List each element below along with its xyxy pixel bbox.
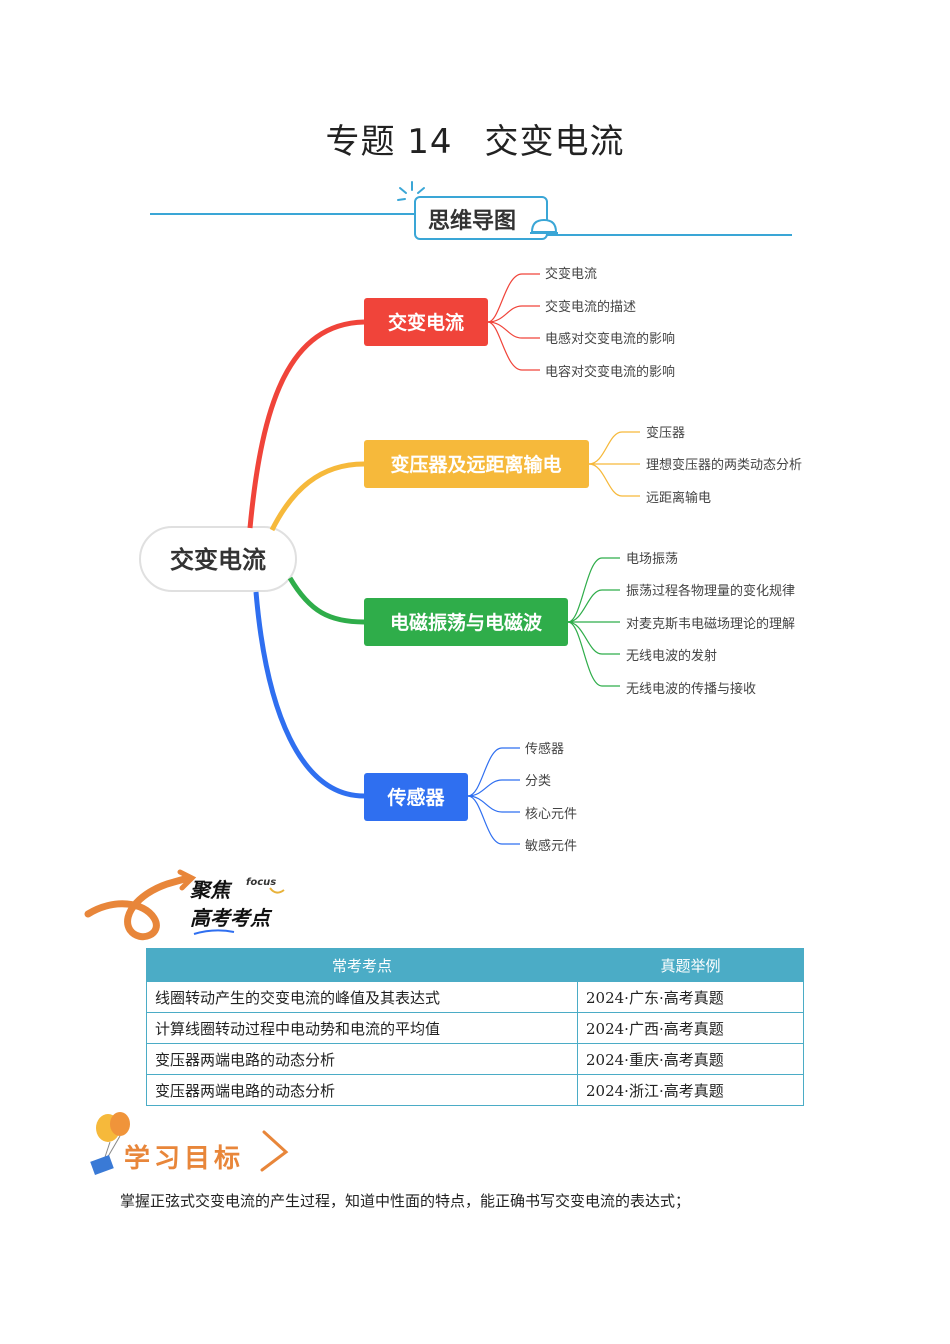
goal-text: 掌握正弦式交变电流的产生过程，知道中性面的特点，能正确书写交变电流的表达式；: [120, 1192, 691, 1210]
title-prefix: 专题: [325, 122, 396, 162]
branch-2-leaf: 远距离输电: [646, 490, 711, 506]
table-cell: 变压器两端电路的动态分析: [146, 1043, 578, 1075]
sparkle-icon: [397, 181, 425, 201]
table-row: 计算线圈转动过程中电动势和电流的平均值 2024·广西·高考真题: [146, 1012, 804, 1044]
branch-connector-2: [269, 461, 365, 532]
branch-connector-1: [247, 319, 365, 529]
table-header-cell: 常考考点: [146, 948, 578, 982]
table-header-cell: 真题举例: [577, 948, 804, 982]
branch-4-leaf: 核心元件: [525, 807, 577, 822]
branch-label-1: 交变电流: [388, 311, 464, 334]
mind-map: 交变电流 交变电流 交变电流 交变电流的描述 电感对交变电流的影响 电容对交变电…: [139, 266, 802, 854]
exam-points-table: 常考考点 真题举例 线圈转动产生的交变电流的峰值及其表达式 2024·广东·高考…: [146, 948, 804, 1106]
branch-node-2: [364, 440, 589, 488]
branch-label-3: 电磁振荡与电磁波: [390, 611, 543, 634]
branch-node-4: [364, 773, 468, 821]
branch-node-3: [364, 598, 568, 646]
mindmap-header-frame: [414, 196, 548, 240]
branch-3-leaf: 电场振荡: [626, 552, 678, 567]
branch-label-2: 变压器及远距离输电: [390, 453, 561, 476]
branch-4-leaf: 分类: [525, 774, 551, 789]
header-rule-right: [542, 234, 792, 236]
branch-3-leaf: 振荡过程各物理量的变化规律: [626, 583, 795, 599]
branch-4-leaf: 敏感元件: [525, 838, 577, 854]
table-cell: 2024·浙江·高考真题: [577, 1074, 804, 1106]
focus-header-line1: 聚焦: [190, 878, 230, 902]
branch-2-leaf: 变压器: [646, 425, 685, 441]
mindmap-root-label: 交变电流: [170, 546, 266, 574]
page-title: 专题 14 交变电流: [0, 114, 950, 163]
title-number: 14: [407, 122, 453, 162]
mindmap-header-title: 思维导图: [428, 209, 517, 234]
branch-1-leaf: 交变电流: [545, 266, 597, 282]
table-cell: 2024·重庆·高考真题: [577, 1043, 804, 1075]
table-cell: 2024·广西·高考真题: [577, 1012, 804, 1044]
table-cell: 2024·广东·高考真题: [577, 981, 804, 1013]
title-topic: 交变电流: [484, 122, 625, 162]
branch-2-leaf-lines: [588, 431, 640, 497]
table-cell: 变压器两端电路的动态分析: [146, 1074, 578, 1106]
branch-1-leaf: 电感对交变电流的影响: [545, 331, 675, 347]
branch-3-leaf: 对麦克斯韦电磁场理论的理解: [626, 616, 795, 632]
focus-header-line2: 高考考点: [190, 906, 270, 930]
branch-3-leaf: 无线电波的发射: [626, 648, 717, 664]
hat-icon: [530, 218, 558, 234]
branch-label-4: 传感器: [386, 786, 445, 809]
branch-connector-3: [287, 576, 365, 625]
table-row: 变压器两端电路的动态分析 2024·浙江·高考真题: [146, 1074, 804, 1106]
mindmap-root-node: [139, 526, 297, 592]
swirl-arrow-icon: [84, 869, 285, 941]
table-row: 线圈转动产生的交变电流的峰值及其表达式 2024·广东·高考真题: [146, 981, 804, 1013]
goals-header-title: 学习目标: [124, 1144, 245, 1174]
focus-header-tag: focus: [246, 877, 277, 888]
branch-2-leaf: 理想变压器的两类动态分析: [646, 457, 802, 473]
branch-connector-4: [253, 591, 365, 799]
branch-1-leaf: 电容对交变电流的影响: [545, 364, 675, 380]
branch-1-leaf-lines: [487, 273, 540, 371]
branch-4-leaf-lines: [467, 747, 520, 845]
branch-4-leaf: 传感器: [525, 741, 564, 757]
table-row: 变压器两端电路的动态分析 2024·重庆·高考真题: [146, 1043, 804, 1075]
branch-3-leaf-lines: [567, 557, 620, 687]
branch-1-leaf: 交变电流的描述: [545, 299, 636, 315]
table-cell: 计算线圈转动过程中电动势和电流的平均值: [146, 1012, 578, 1044]
balloon-icon: [90, 1112, 289, 1175]
branch-node-1: [364, 298, 488, 346]
table-header-row: 常考考点 真题举例: [146, 948, 804, 982]
table-cell: 线圈转动产生的交变电流的峰值及其表达式: [146, 981, 578, 1013]
branch-3-leaf: 无线电波的传播与接收: [626, 681, 756, 697]
header-rule-left: [150, 213, 416, 215]
